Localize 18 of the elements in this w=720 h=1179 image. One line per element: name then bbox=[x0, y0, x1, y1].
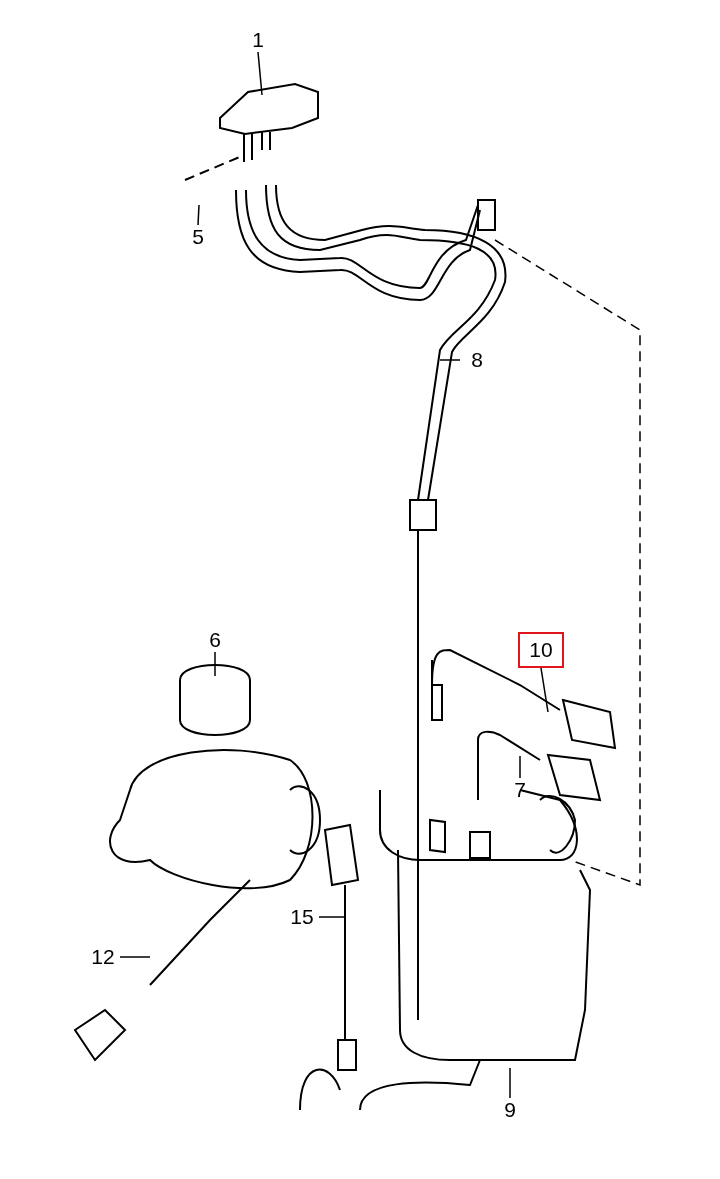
leader-line bbox=[509, 1067, 511, 1099]
leader-line bbox=[318, 916, 346, 918]
callout-number: 12 bbox=[86, 945, 120, 969]
leader-line bbox=[214, 651, 216, 677]
leader-line bbox=[197, 204, 200, 226]
callout-number: 6 bbox=[198, 628, 232, 652]
leader-line bbox=[257, 51, 263, 96]
leader-line bbox=[119, 956, 151, 958]
callout-number: 7 bbox=[503, 778, 537, 802]
callout-number: 1 bbox=[241, 28, 275, 52]
callout-number: 8 bbox=[460, 348, 494, 372]
callout-number: 5 bbox=[181, 225, 215, 249]
leader-line bbox=[540, 667, 549, 713]
highlighted-callout-number: 10 bbox=[518, 632, 564, 668]
leader-line bbox=[439, 359, 461, 361]
callout-number: 9 bbox=[493, 1098, 527, 1122]
leader-line bbox=[519, 755, 521, 779]
callout-number: 15 bbox=[285, 905, 319, 929]
